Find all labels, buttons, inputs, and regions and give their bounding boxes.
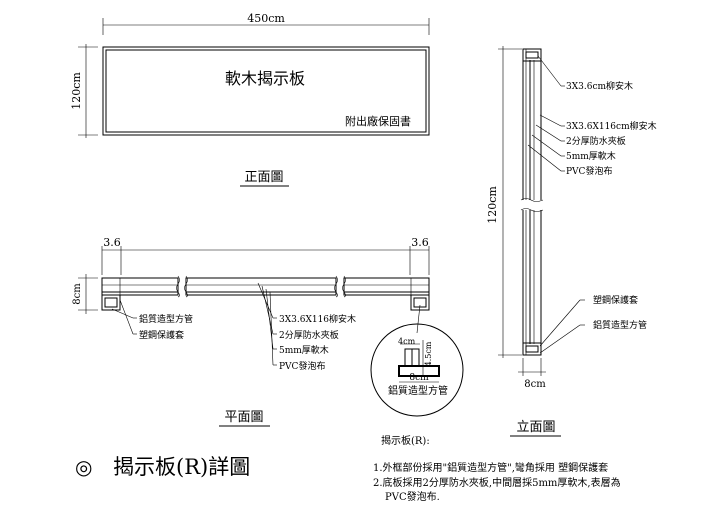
drawing-title: 揭示板(R)詳圖 <box>113 455 250 479</box>
front-board-inner <box>105 49 427 133</box>
front-board-title: 軟木揭示板 <box>225 69 305 88</box>
plan-dim-left: 3.6 <box>103 236 121 249</box>
front-warranty-text: 附出廠保固書 <box>345 114 411 128</box>
front-dim-width: 450cm <box>247 12 285 25</box>
side-label-wood-top: 3X3.6cm柳安木 <box>566 80 633 92</box>
detail-dim-h: 4.5cm <box>424 341 433 366</box>
front-view: 450cm 120cm 軟木揭示板 附出廠保固書 正面圖 <box>70 12 430 187</box>
plan-label-tube: 鋁質造型方管 <box>139 313 193 325</box>
plan-label-guard: 塑鋼保護套 <box>139 329 184 341</box>
detail-dim-w: 4cm <box>398 337 416 346</box>
side-label-board: 2分厚防水夾板 <box>566 135 626 147</box>
side-label-cork: 5mm厚軟木 <box>566 150 616 162</box>
plan-label-board: 2分厚防水夾板 <box>279 329 339 341</box>
side-caption: 立面圖 <box>516 420 555 435</box>
title-block: ◎ 揭示板(R)詳圖 <box>75 455 250 479</box>
side-label-pvc: PVC發泡布 <box>566 165 612 177</box>
plan-section <box>101 275 430 311</box>
detail-circle <box>370 323 464 417</box>
title-symbol: ◎ <box>75 455 92 479</box>
side-dim-bottom: 8cm <box>524 379 546 390</box>
tube-detail: 4cm 4.5cm 8cm 鋁質造型方管 <box>370 304 464 417</box>
side-label-tube: 鋁質造型方管 <box>593 319 647 331</box>
notes-line-1: 1.外框部份採用"鋁質造型方管",彎角採用 塑鋼保護套 <box>373 461 608 474</box>
side-section <box>520 48 544 356</box>
plan-view: 3.6 3.6 8cm <box>72 236 430 427</box>
front-caption: 正面圖 <box>244 170 283 185</box>
side-view: 120cm 3X3.6cm柳安木 <box>486 46 657 437</box>
plan-label-cork: 5mm厚軟木 <box>279 344 329 356</box>
front-dim-height: 120cm <box>70 72 83 110</box>
plan-dim-right: 3.6 <box>411 236 429 249</box>
side-dim-height: 120cm <box>486 186 499 224</box>
plan-label-pvc: PVC發泡布 <box>279 360 325 372</box>
detail-dim-bottom: 8cm <box>409 373 429 383</box>
plan-label-wood: 3X3.6X116柳安木 <box>279 313 356 325</box>
side-label-guard: 塑鋼保護套 <box>593 294 638 306</box>
detail-leader <box>416 304 421 334</box>
detail-caption: 鋁質造型方管 <box>388 384 448 397</box>
plan-dim-height: 8cm <box>72 283 83 305</box>
notes-line-3: PVC發泡布. <box>385 490 440 503</box>
front-board-outer <box>102 46 430 136</box>
notes-heading: 揭示板(R): <box>381 434 430 447</box>
side-label-wood: 3X3.6X116cm柳安木 <box>566 120 657 132</box>
notes-block: 揭示板(R): 1.外框部份採用"鋁質造型方管",彎角採用 塑鋼保護套 2.底板… <box>373 434 621 503</box>
plan-caption: 平面圖 <box>224 410 263 425</box>
notes-line-2: 2.底板採用2分厚防水夾板,中間層採5mm厚軟木,表層為 <box>373 476 621 489</box>
